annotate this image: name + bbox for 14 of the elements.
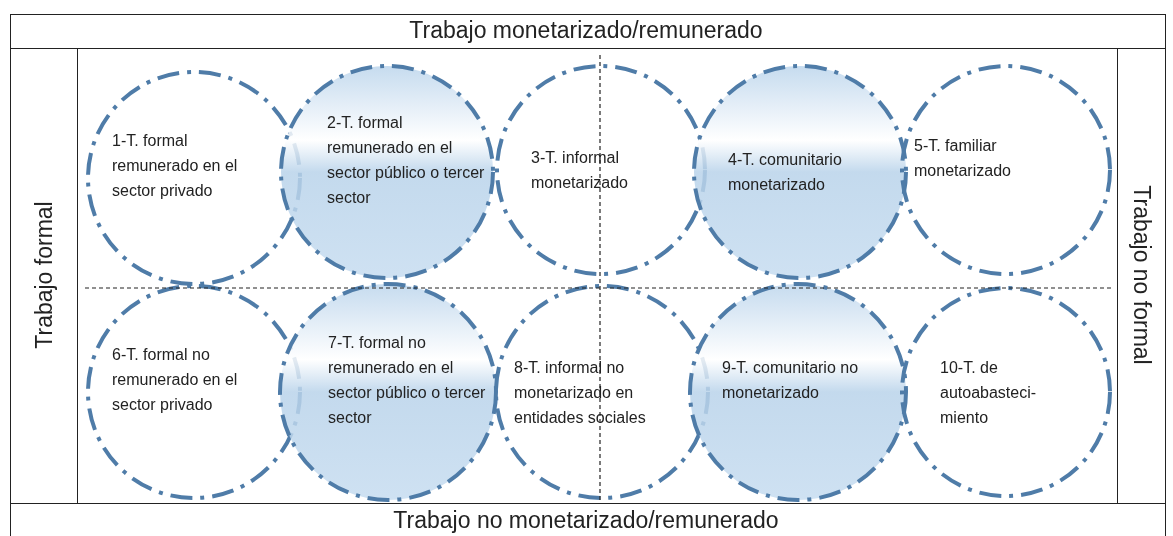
axis-label: Trabajo formal [30, 201, 58, 349]
title-heading: Trabajo monetarizado/remunerado [409, 17, 763, 44]
circle-label: 2-T. formal remunerado en el sector público o tercer sector [327, 113, 486, 208]
circle-label: 7-T. formal no remunerado en el sector público o tercer sector [328, 333, 487, 428]
circle-label: 5-T. familiar monetarizado [914, 136, 1012, 181]
circle-label: 6-T. formal no remunerado en el sector privado [112, 345, 239, 415]
title-heading: Trabajo no monetarizado/remunerado [393, 507, 779, 534]
circle-label: 3-T. informal monetarizado [531, 148, 629, 193]
circle-label: 10-T. de autoabasteci-miento [940, 358, 1038, 428]
axis-label: Trabajo no formal [1127, 185, 1155, 365]
circle-label: 8-T. informal no monetarizado en entidades sociales [514, 358, 647, 428]
circle-label: 4-T. comunitario monetarizado [728, 150, 843, 195]
circle-label: 1-T. formal remunerado en el sector privado [112, 131, 239, 201]
circle-label: 9-T. comunitario no monetarizado [722, 358, 860, 403]
